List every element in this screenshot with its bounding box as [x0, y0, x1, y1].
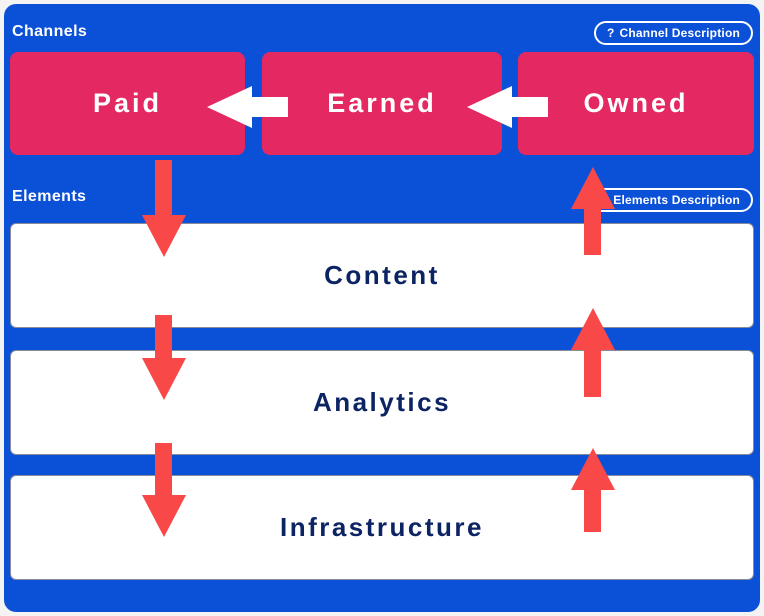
flow-arrow-down-icon [141, 443, 186, 537]
flow-arrow-up-icon [570, 448, 615, 532]
flow-arrow-up-icon [570, 308, 615, 397]
channel-box-earned: Earned [262, 52, 502, 155]
arrow-head [141, 358, 186, 400]
element-box-analytics: Analytics [10, 350, 754, 455]
flow-arrow-up-icon [570, 167, 615, 255]
flow-arrow-left-icon [207, 86, 288, 128]
arrow-shaft [155, 160, 172, 215]
arrow-head [141, 215, 186, 257]
elements-description-button-label: Elements Description [613, 193, 740, 207]
arrow-head [467, 86, 512, 128]
elements-section-label: Elements [12, 188, 87, 205]
arrow-shaft [252, 97, 288, 117]
channel-description-button[interactable]: ? Channel Description [593, 21, 753, 45]
element-box-infrastructure: Infrastructure [10, 475, 754, 580]
arrow-head [207, 86, 252, 128]
channel-box-owned: Owned [518, 52, 754, 155]
question-icon: ? [606, 26, 615, 40]
flow-arrow-down-icon [141, 315, 186, 400]
arrow-shaft [584, 209, 601, 255]
arrow-head [570, 167, 615, 209]
arrow-shaft [155, 443, 172, 495]
arrow-head [570, 308, 615, 350]
channel-description-button-label: Channel Description [619, 26, 740, 40]
arrow-shaft [584, 490, 601, 532]
arrow-head [141, 495, 186, 537]
channel-box-paid: Paid [10, 52, 245, 155]
arrow-head [570, 448, 615, 490]
flow-arrow-left-icon [467, 86, 548, 128]
arrow-shaft [512, 97, 548, 117]
channels-section-label: Channels [12, 23, 88, 40]
arrow-shaft [584, 350, 601, 397]
arrow-shaft [155, 315, 172, 358]
flow-arrow-down-icon [141, 160, 186, 257]
element-box-content: Content [10, 223, 754, 328]
